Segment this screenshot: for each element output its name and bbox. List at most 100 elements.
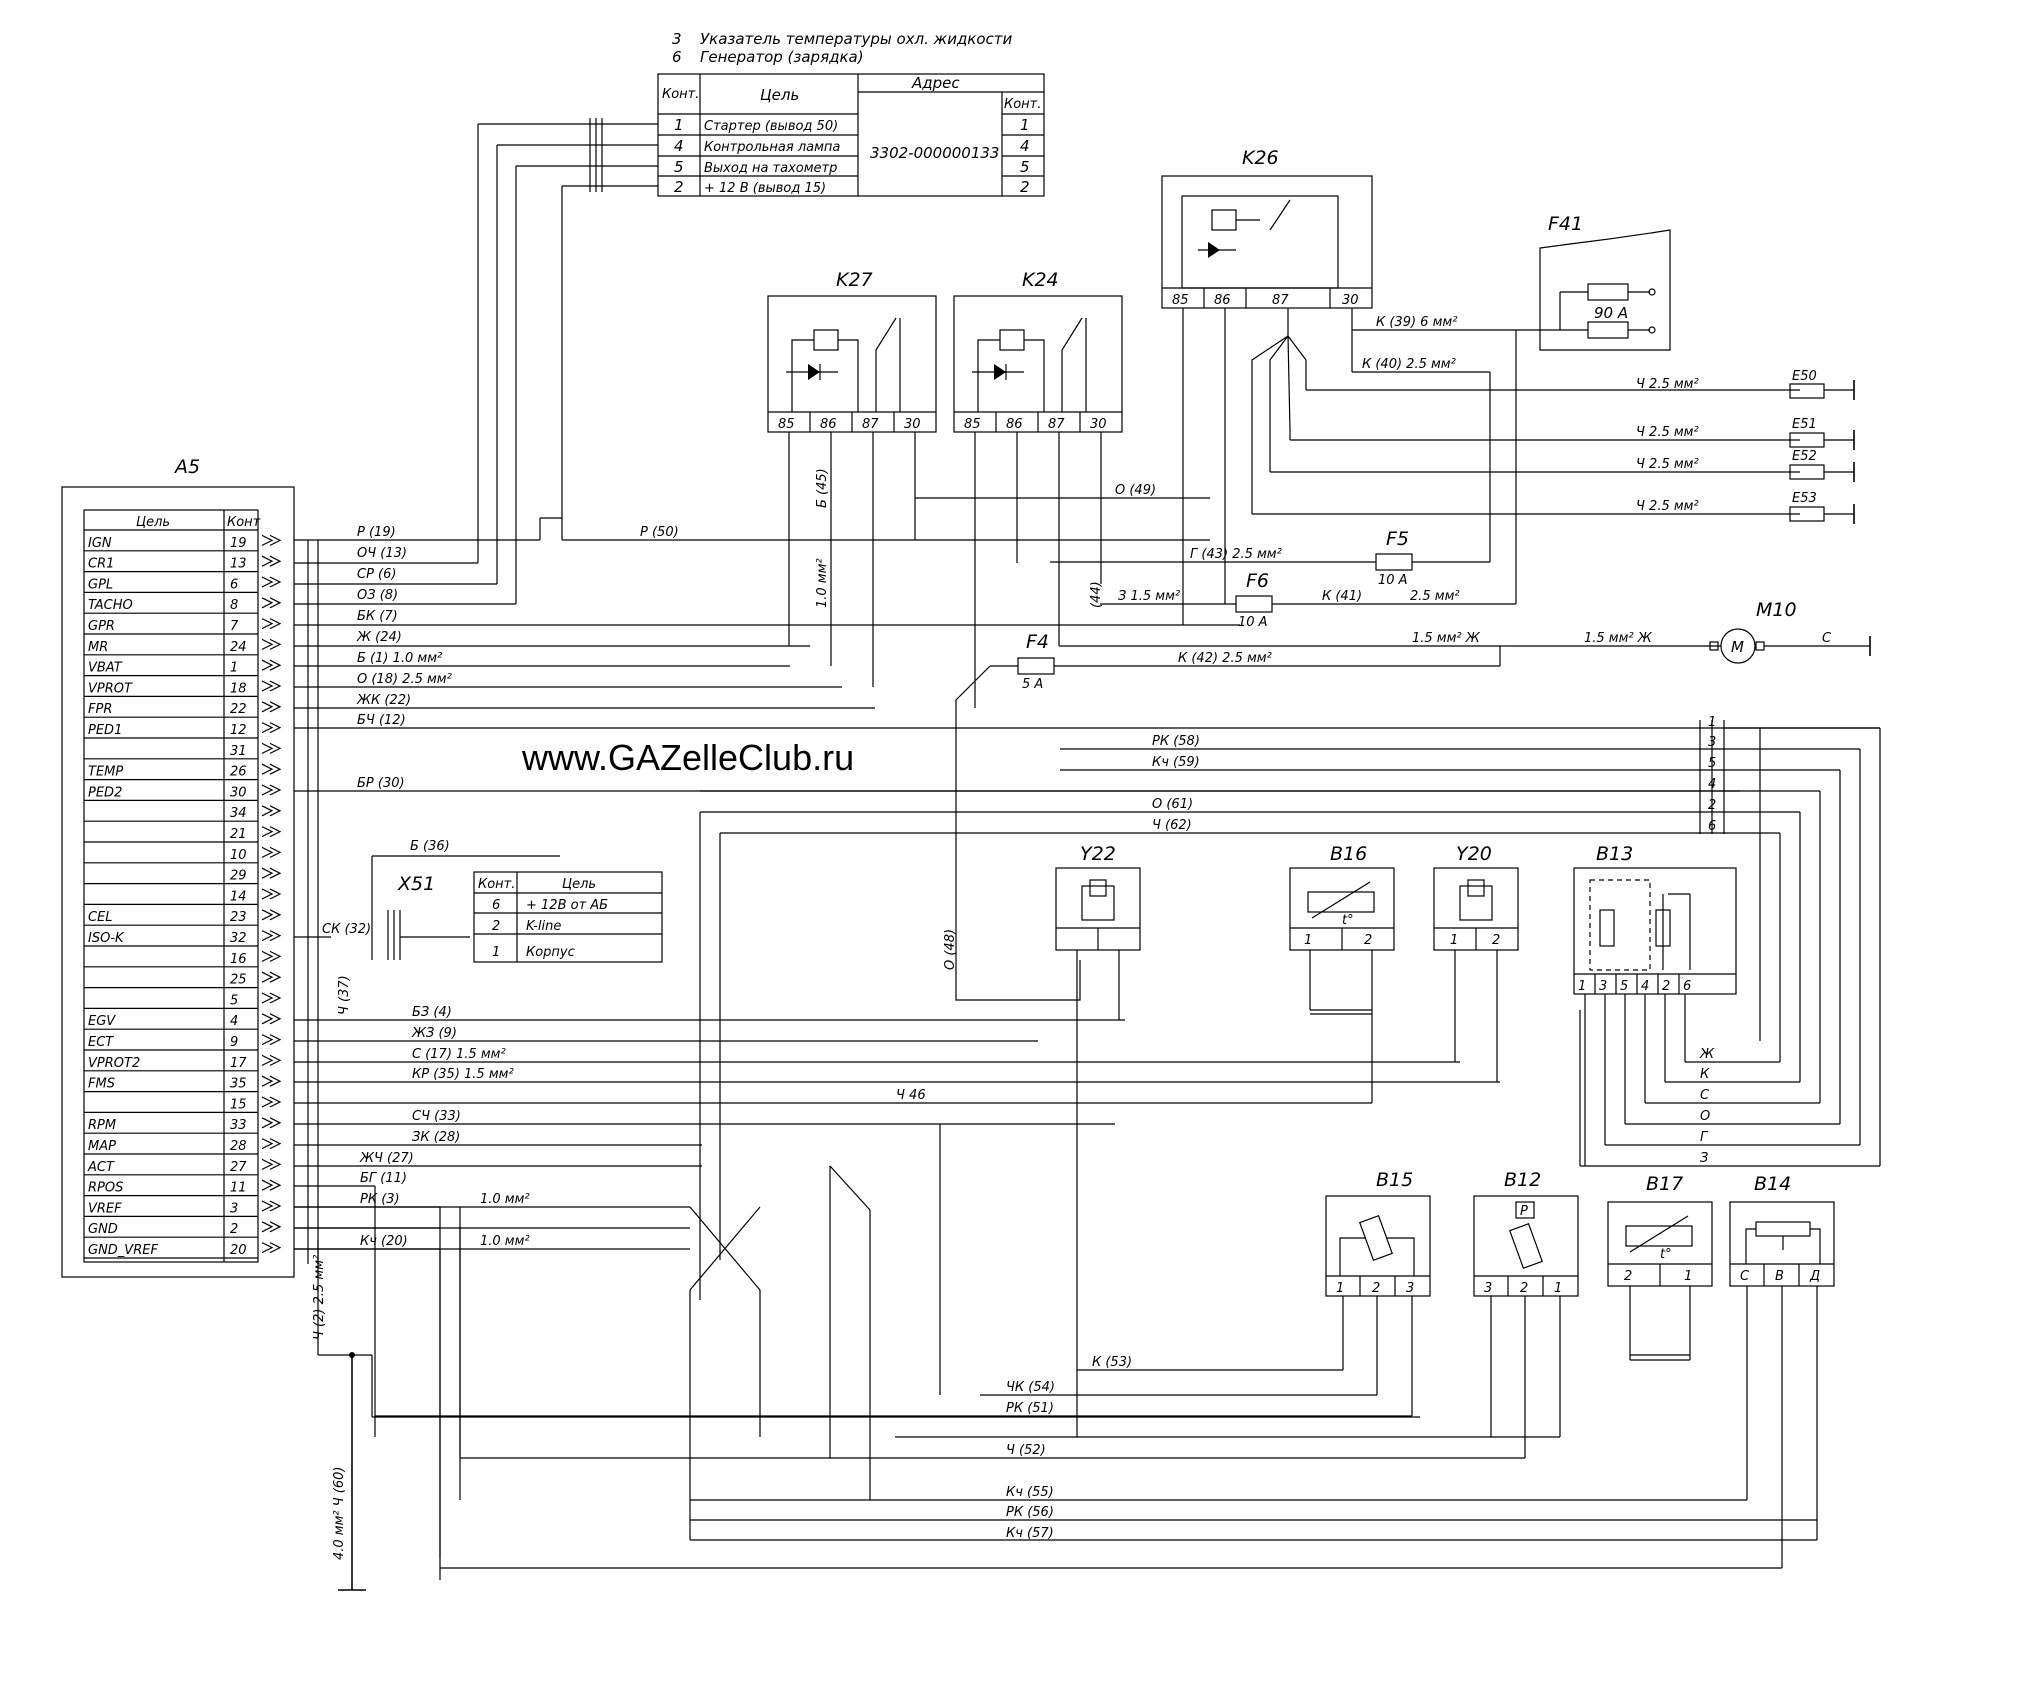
injector-label: E51 (1792, 417, 1817, 432)
wire-label: Г (43) 2.5 мм² (1190, 547, 1282, 562)
wire-label: РК (3) (360, 1192, 400, 1207)
relay-k26-pin: 86 (1214, 293, 1231, 308)
wire-label: К (40) 2.5 мм² (1362, 357, 1456, 372)
addr-head-cep: Цель (760, 86, 799, 104)
a5-row-pin: 35 (230, 1077, 247, 1092)
a5-row-pin: 15 (230, 1097, 247, 1112)
fuse-f5-title: F5 (1386, 528, 1409, 550)
a5-row-pin: 10 (230, 848, 247, 863)
addr-row-kont: 5 (674, 158, 684, 176)
fuse-f6-rating: 10 А (1238, 615, 1268, 630)
a5-row-name: RPM (88, 1118, 116, 1133)
b13-pin: 2 (1662, 979, 1670, 994)
connector-pin: 6 (1708, 819, 1716, 834)
a5-pin-arrow (261, 1242, 282, 1254)
a5-pin-arrow (261, 992, 282, 1004)
x51-head-kont: Конт. (478, 877, 515, 892)
injector-e50: Ч 2.5 мм² E50 (1636, 369, 1855, 400)
b14-title: B14 (1754, 1173, 1791, 1195)
a5-row-name: ACT (87, 1160, 115, 1175)
a5-pin-arrow (261, 1200, 282, 1212)
relay-k27-pin: 30 (904, 417, 921, 432)
a5-row-pin: 16 (230, 952, 247, 967)
a5-pin-arrow (261, 784, 282, 796)
a5-row-pin: 3 (230, 1201, 238, 1216)
injector-wire: Ч 2.5 мм² (1636, 425, 1699, 440)
addr-row-kont: 2 (674, 178, 684, 196)
wire-label: 1.0 мм² (480, 1234, 530, 1249)
wire-label: КР (35) 1.5 мм² (412, 1067, 514, 1082)
addr-row-kont2: 5 (1020, 158, 1030, 176)
a5-row-pin: 26 (230, 765, 247, 780)
fuel-pump-m10: M10 M 1.5 мм² Ж 1.5 мм² Ж С (1412, 599, 1871, 664)
a5-row-name: RPOS (88, 1181, 123, 1196)
wire-label: 1.5 мм² Ж (1412, 631, 1481, 646)
b15-title: B15 (1376, 1169, 1413, 1191)
b13-wire: К (1700, 1067, 1710, 1082)
b12-title: B12 (1504, 1169, 1541, 1191)
x51-row-kont: 2 (492, 919, 500, 934)
b16-pin: 1 (1304, 933, 1312, 948)
wire-label: К (53) (1092, 1355, 1132, 1370)
fuse-f6-title: F6 (1246, 570, 1269, 592)
relay-k24-title: K24 (1022, 269, 1059, 291)
relay-k24: K24 85 86 87 30 (953, 269, 1123, 433)
b13-wire: Ж (1699, 1047, 1715, 1062)
relay-k26-pin: 85 (1172, 293, 1189, 308)
injector-label: E50 (1792, 369, 1817, 384)
x51-connector: X51 Конт. Цель 6 + 12В от АБ 2 K-line 1 … (371, 855, 663, 963)
a5-row-pin: 29 (230, 869, 247, 884)
wire-label: Ч 46 (896, 1088, 926, 1103)
a5-row-name: CR1 (88, 557, 114, 572)
sensor-b12: B12 3 2 1 P Ч (52) (460, 1169, 1579, 1459)
wire-label: Ч (52) (1006, 1443, 1046, 1458)
b15-pin: 2 (1372, 1281, 1380, 1296)
watermark-text: www.GAZelleClub.ru (521, 737, 854, 778)
a5-row-name: ECT (88, 1035, 114, 1050)
wire-label: 1.0 мм² (815, 558, 830, 608)
a5-row-name: MAP (88, 1139, 116, 1154)
b13-title: B13 (1596, 843, 1633, 865)
m10-title: M10 (1756, 599, 1797, 621)
injector-wire: Ч 2.5 мм² (1636, 377, 1699, 392)
addr-row-kont2: 4 (1020, 137, 1030, 155)
fuse-f4-title: F4 (1026, 631, 1049, 653)
relay-k26-pin: 30 (1342, 293, 1359, 308)
wire-label: Р (19) (357, 525, 396, 540)
a5-row-pin: 33 (230, 1118, 247, 1133)
x51-row-cep: K-line (526, 919, 561, 934)
y22-title: Y22 (1080, 843, 1116, 865)
a5-bus-lines: Ч (2) 2.5 мм² 4.0 мм² Ч (60) (307, 540, 1420, 1591)
b13-pin: 3 (1599, 979, 1607, 994)
a5-row-name: GPR (88, 619, 115, 634)
wire-label: ЗК (28) (412, 1130, 460, 1145)
addr-row-kont: 4 (674, 137, 684, 155)
wire-label: ЖК (22) (356, 693, 411, 708)
b14-pin: В (1775, 1269, 1784, 1284)
a5-row-name: TACHO (88, 598, 133, 613)
wire-label: ЖЧ (27) (359, 1151, 414, 1166)
sensor-b16: B16 1 2 t° (1289, 843, 1395, 1103)
wire-label: 1.0 мм² (480, 1192, 530, 1207)
wire-label-gnd: Ч (2) 2.5 мм² (312, 1255, 327, 1340)
wire-label: Б (1) 1.0 мм² (357, 651, 442, 666)
injector-label: E53 (1792, 491, 1817, 506)
a5-pin-arrow (261, 909, 282, 921)
injector-wire: Ч 2.5 мм² (1636, 499, 1699, 514)
addr-row-cep: Стартер (вывод 50) (704, 119, 838, 134)
addr-head-kont2: Конт. (1004, 97, 1041, 112)
injector-wire: Ч 2.5 мм² (1636, 457, 1699, 472)
sensor-y22: Y22 (1055, 843, 1141, 1437)
wire-label: Р (50) (640, 525, 679, 540)
b13-wire: Г (1700, 1130, 1709, 1145)
wire-labels-left: Р (19) ОЧ (13) СР (6) ОЗ (8) БК (7) Ж (2… (322, 525, 530, 1249)
a5-row-pin: 22 (230, 702, 247, 717)
a5-row-pin: 13 (230, 557, 247, 572)
x51-row-cep: Корпус (526, 945, 575, 960)
wire-label: Кч (20) (360, 1234, 408, 1249)
fuse-f5: F5 10 А Г (43) 2.5 мм² (1050, 528, 1490, 588)
injectors: Ч 2.5 мм² E50 Ч 2.5 мм² E51 Ч 2.5 мм² E5… (1636, 369, 1855, 524)
a5-row-name: VPROT2 (88, 1056, 140, 1071)
a5-header-kont: Конт (227, 515, 261, 530)
